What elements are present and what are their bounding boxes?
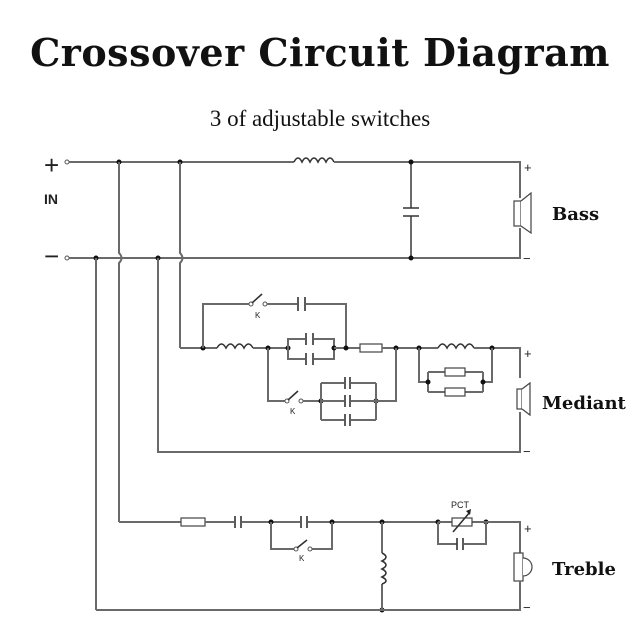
diagram-title: Crossover Circuit Diagram (30, 30, 610, 75)
mid-parallel-resistor-1 (444, 367, 466, 377)
mid-inductor (216, 343, 254, 350)
pct-capacitor (456, 538, 464, 550)
wire (320, 348, 397, 421)
treble-capacitor-2 (300, 516, 308, 528)
mid-switch-1-label: K (255, 311, 261, 320)
bass-section: + − Bass (69, 157, 599, 266)
treble-section: K PCT + − Treble (96, 500, 616, 615)
bass-capacitor (403, 207, 419, 217)
bass-label: Bass (552, 204, 599, 225)
wire (69, 228, 521, 259)
mid-resistor (359, 343, 383, 353)
treble-switch (296, 539, 308, 549)
mediant-negative-label: − (523, 444, 531, 459)
pct-label: PCT (451, 500, 470, 510)
mid-parallel-resistor-2 (444, 387, 466, 397)
input-negative-terminal (64, 255, 70, 261)
mediant-label: Mediant (542, 393, 627, 414)
mediant-speaker-icon (516, 388, 523, 410)
wire (202, 303, 249, 348)
mid-switch-2 (287, 390, 299, 401)
input-negative-label: − (44, 241, 59, 271)
wire (267, 348, 285, 402)
treble-capacitor-1 (234, 516, 242, 528)
mid-switch-capacitor (297, 297, 306, 311)
wire-treble-feed (118, 162, 123, 522)
treble-switch-label: K (299, 554, 305, 563)
mid-switch-1 (251, 293, 263, 304)
pct-arrow (452, 511, 471, 533)
wire (474, 347, 521, 378)
input-label: IN (44, 191, 58, 207)
treble-negative-label: − (523, 600, 531, 615)
wire (334, 161, 521, 198)
mid-parallel-capacitors (305, 333, 314, 365)
wire-mid-return (157, 258, 521, 453)
wire (96, 581, 521, 611)
mid-triple-capacitors (344, 377, 351, 426)
treble-positive-label: + (524, 521, 532, 536)
wire (267, 303, 347, 348)
mediant-section: K K (180, 293, 627, 459)
treble-resistor (180, 517, 206, 527)
wire (437, 521, 521, 553)
diagram-subtitle: 3 of adjustable switches (209, 106, 431, 131)
bass-speaker-icon (513, 200, 522, 227)
treble-speaker-icon (513, 552, 524, 582)
bass-inductor (293, 157, 335, 164)
mid-output-inductor (437, 343, 475, 350)
mediant-positive-label: + (524, 346, 532, 361)
wire (287, 338, 335, 360)
wire-mid-feed (179, 162, 184, 348)
input-positive-label: + (44, 150, 59, 180)
treble-label: Treble (552, 559, 616, 580)
mid-switch-2-label: K (290, 407, 296, 416)
treble-inductor (380, 552, 387, 585)
bass-negative-label: − (523, 251, 531, 266)
input-positive-terminal (64, 159, 70, 165)
bass-positive-label: + (524, 160, 532, 175)
wire (270, 522, 333, 550)
